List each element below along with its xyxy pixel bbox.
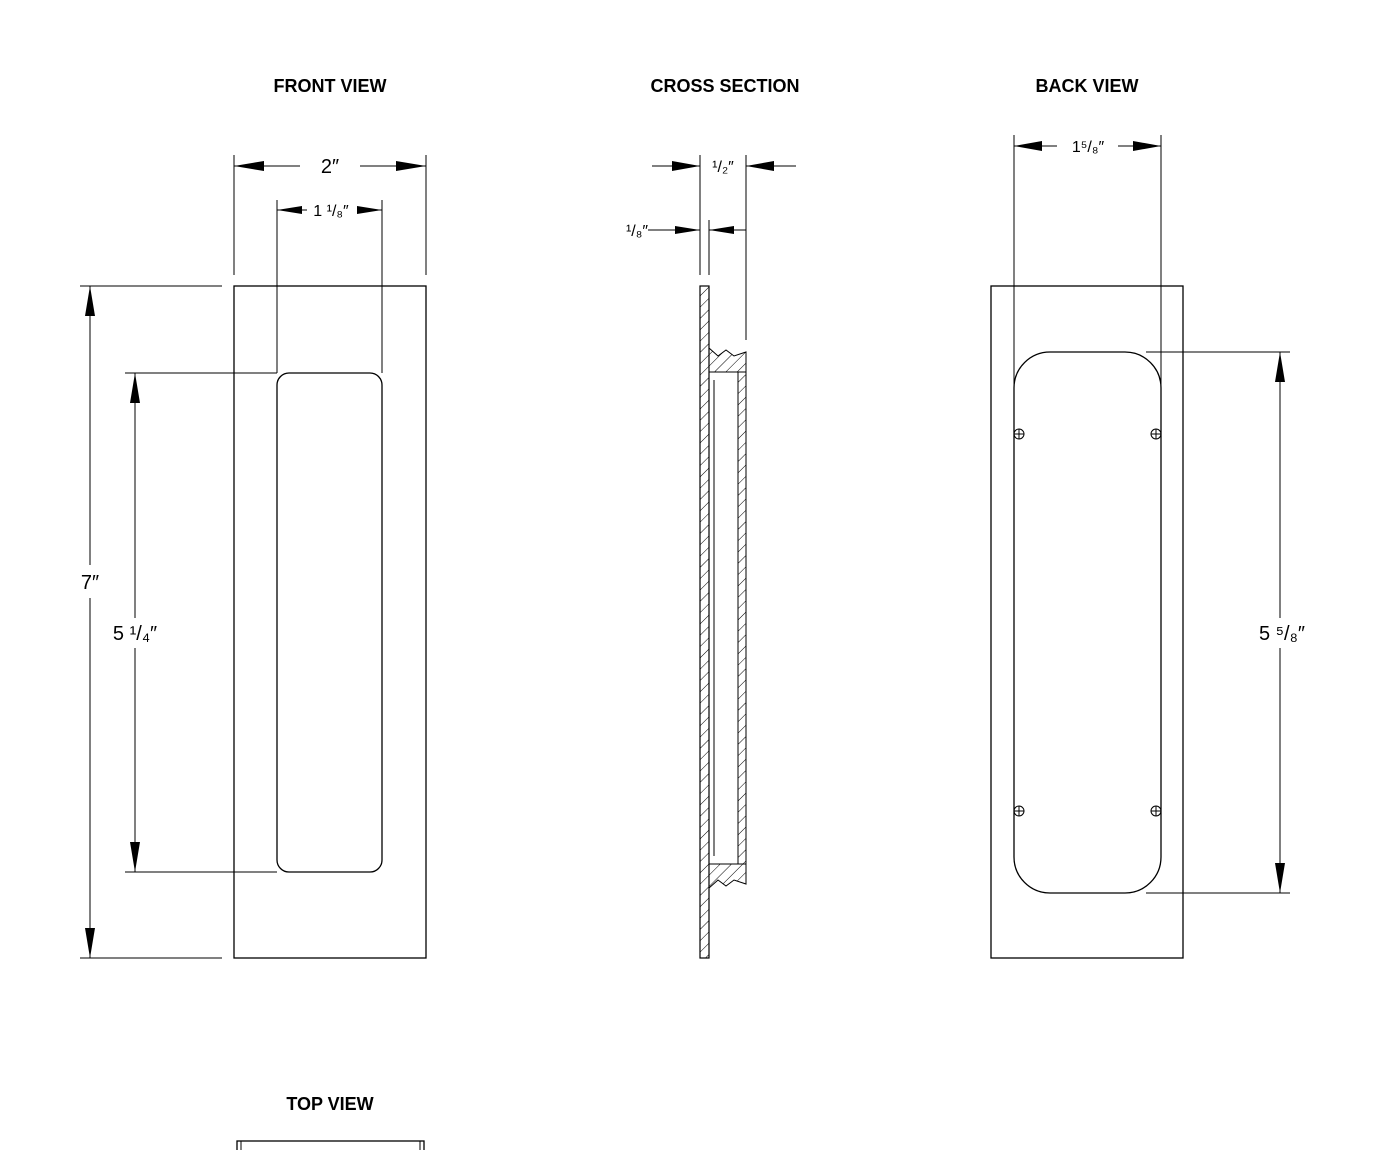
- back-cup-outline: [1013, 351, 1162, 894]
- top-view-title: TOP VIEW: [286, 1094, 373, 1114]
- back-width-label: 1⁵/₈″: [1072, 139, 1105, 156]
- top-view: TOP VIEW: [236, 1094, 425, 1150]
- back-height-label: 5 ⁵/₈″: [1259, 623, 1305, 645]
- front-recess-width-dimension: 1 ¹/₈″: [276, 200, 383, 373]
- back-width-dimension: 1⁵/₈″: [1013, 135, 1162, 440]
- front-width-dimension: 2″: [233, 155, 427, 275]
- section-plate-dimension: ¹/₈″: [626, 220, 746, 275]
- section-plate: [699, 285, 710, 959]
- front-view: FRONT VIEW 2″ 1 ¹/₈″: [80, 76, 427, 959]
- section-cup-wall: [737, 371, 747, 865]
- front-recess-width-label: 1 ¹/₈″: [313, 203, 349, 220]
- front-width-label: 2″: [321, 156, 339, 178]
- back-height-dimension: 5 ⁵/₈″: [1146, 351, 1305, 894]
- section-cup-interior: [708, 371, 739, 865]
- front-recess-height-label: 5 ¹/₄″: [113, 623, 157, 645]
- screw-icon: [1150, 428, 1162, 440]
- front-height-dimension: 7″: [80, 285, 222, 959]
- front-height-label: 7″: [81, 572, 99, 594]
- top-view-outline: [236, 1140, 425, 1150]
- section-depth-label: ¹/₂″: [712, 159, 734, 176]
- screw-icon: [1013, 805, 1025, 817]
- section-depth-dimension: ¹/₂″: [652, 155, 796, 340]
- section-cup-bottom: [708, 863, 747, 890]
- back-view: BACK VIEW: [990, 76, 1305, 959]
- screw-icon: [1013, 428, 1025, 440]
- front-view-title: FRONT VIEW: [274, 76, 387, 96]
- cross-section-view: CROSS SECTION ¹/₂″ ¹/₈″: [626, 76, 800, 959]
- back-plate-outline: [990, 285, 1184, 959]
- section-cup-top: [708, 346, 747, 373]
- front-recess-height-dimension: 5 ¹/₄″: [113, 372, 277, 873]
- front-plate-outline: [233, 285, 427, 959]
- section-plate-label: ¹/₈″: [626, 223, 648, 240]
- back-view-title: BACK VIEW: [1036, 76, 1139, 96]
- cross-section-title: CROSS SECTION: [650, 76, 799, 96]
- front-recess-outline: [276, 372, 383, 873]
- screw-icon: [1150, 805, 1162, 817]
